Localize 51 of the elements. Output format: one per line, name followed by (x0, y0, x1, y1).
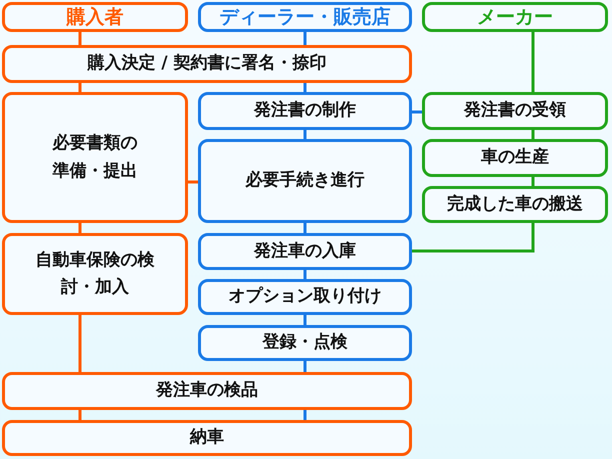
connector-line (78, 83, 82, 92)
connector-line (304, 130, 306, 139)
connector-line (304, 315, 306, 325)
connector-line (78, 32, 82, 45)
process-box (198, 139, 412, 223)
connector-line (304, 361, 306, 372)
column-header-box (198, 2, 412, 32)
step-label: 発注書の制作 (254, 99, 356, 122)
connector-line (78, 410, 82, 420)
connector-line (188, 180, 198, 184)
connector-line (412, 223, 534, 252)
step-label: 自動車保険の検討・加入 (35, 248, 155, 299)
process-box (198, 233, 412, 270)
connector-line (304, 83, 306, 92)
step-label: オプション取り付け (228, 285, 382, 308)
connector-line (78, 315, 82, 372)
step-label: 必要書類の準備・提出 (51, 132, 138, 182)
process-box (2, 420, 412, 456)
connector-line (304, 32, 306, 45)
step-label: 購入決定 / 契約書に署名・捺印 (87, 52, 327, 76)
process-box (2, 372, 412, 410)
step-label: 発注車の検品 (156, 379, 258, 402)
process-box (2, 233, 188, 315)
connector-line (304, 270, 306, 279)
step-label: 発注書の受領 (464, 99, 566, 122)
connector-line (532, 32, 534, 92)
process-box (2, 92, 188, 223)
step-label: 発注車の入庫 (254, 240, 356, 263)
connector-line (304, 223, 306, 233)
process-box (422, 186, 608, 223)
process-box (422, 92, 608, 130)
connector-line (412, 110, 422, 114)
column-header-box (2, 2, 188, 32)
step-label: 車の生産 (481, 146, 549, 170)
step-label: 完成した車の搬送 (447, 192, 583, 216)
step-label: 必要手続き進行 (246, 169, 364, 192)
process-box (422, 139, 608, 177)
connector-line (532, 130, 534, 139)
connector-line (532, 177, 534, 186)
process-box (2, 45, 412, 83)
column-title: メーカー (477, 4, 553, 30)
process-box (198, 92, 412, 130)
connector-line (304, 410, 306, 420)
column-title: ディーラー・販売店 (220, 4, 390, 30)
process-box (198, 325, 412, 361)
column-title: 購入者 (66, 4, 124, 30)
step-label: 納車 (190, 426, 224, 450)
column-header-box (422, 2, 608, 32)
connector-line (78, 223, 82, 233)
step-label: 登録・点検 (262, 331, 348, 354)
process-box (198, 279, 412, 315)
